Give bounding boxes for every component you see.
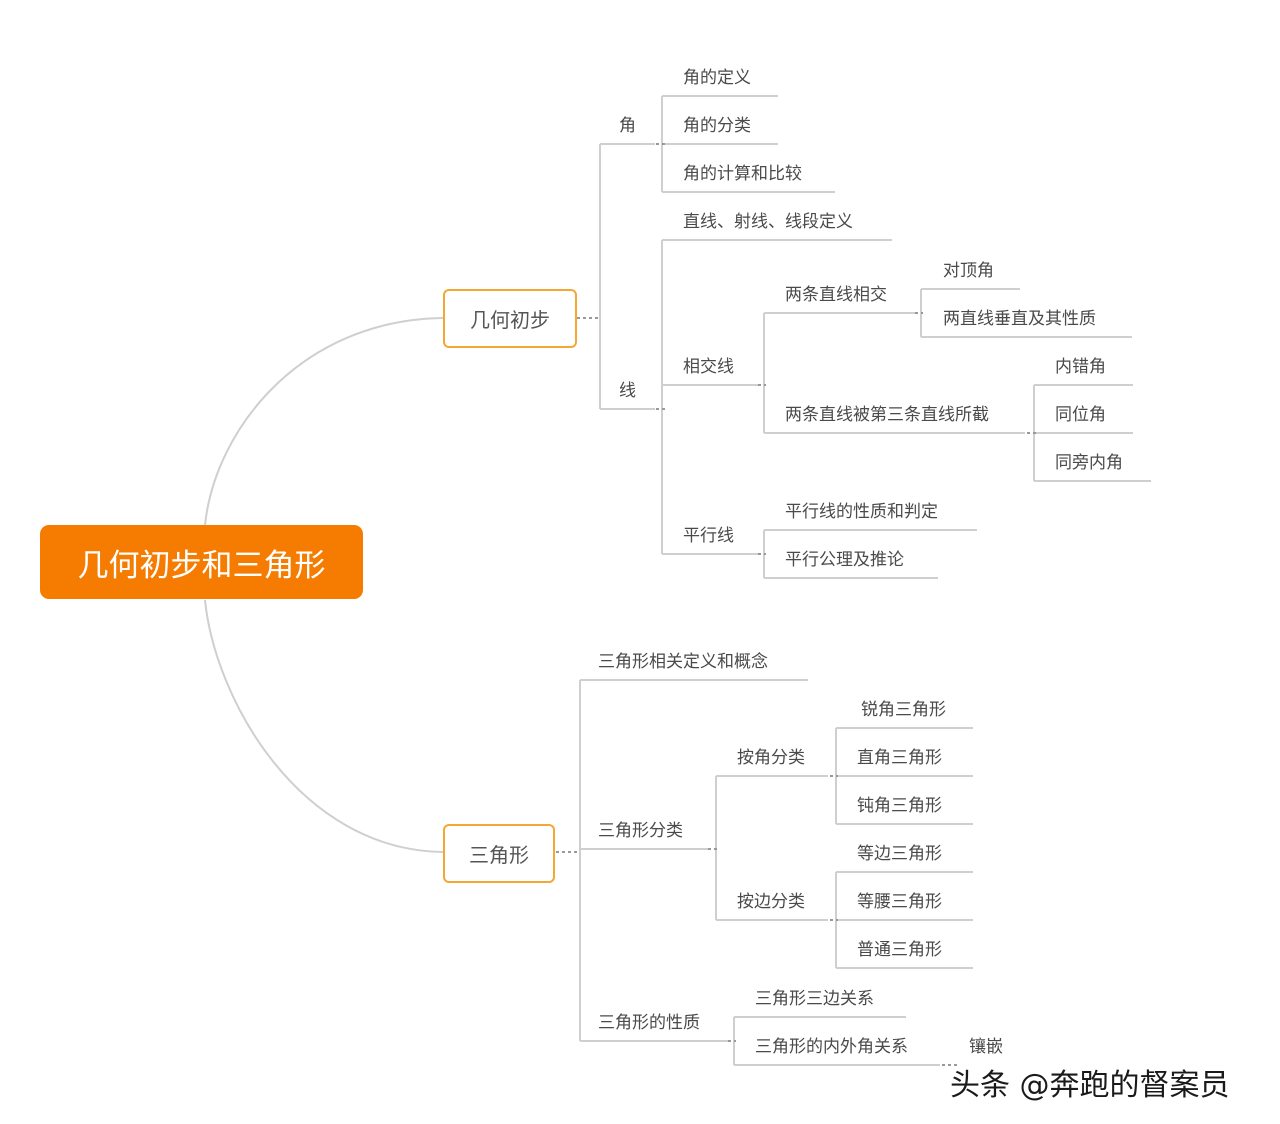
node-angle-classification[interactable]: 角的分类 (683, 116, 751, 136)
node-angle-definition[interactable]: 角的定义 (683, 68, 751, 88)
node-right-triangle[interactable]: 直角三角形 (857, 748, 942, 768)
node-angle-relations[interactable]: 三角形的内外角关系 (755, 1037, 908, 1057)
node-intersecting-lines[interactable]: 相交线 (683, 357, 734, 377)
node-parallel-properties[interactable]: 平行线的性质和判定 (785, 502, 938, 522)
node-same-side-interior[interactable]: 同旁内角 (1055, 453, 1123, 473)
node-side-relations[interactable]: 三角形三边关系 (755, 989, 874, 1009)
node-acute-triangle[interactable]: 锐角三角形 (861, 700, 946, 720)
node-alternate-interior[interactable]: 内错角 (1055, 357, 1106, 377)
node-perpendicular[interactable]: 两直线垂直及其性质 (943, 309, 1096, 329)
node-tessellation[interactable]: 镶嵌 (969, 1037, 1003, 1057)
node-parallel-axiom[interactable]: 平行公理及推论 (785, 550, 904, 570)
node-equilateral-triangle[interactable]: 等边三角形 (857, 844, 942, 864)
node-triangle-properties[interactable]: 三角形的性质 (598, 1013, 700, 1033)
node-by-side[interactable]: 按边分类 (737, 892, 805, 912)
node-transversal[interactable]: 两条直线被第三条直线所截 (785, 405, 989, 425)
node-two-lines-intersect[interactable]: 两条直线相交 (785, 285, 887, 305)
node-by-angle[interactable]: 按角分类 (737, 748, 805, 768)
branch-geometry-basics[interactable]: 几何初步 (443, 289, 577, 348)
watermark: 头条 @奔跑的督案员 (950, 1068, 1230, 1103)
branch-triangle[interactable]: 三角形 (443, 824, 555, 883)
root-node[interactable]: 几何初步和三角形 (40, 525, 363, 599)
node-vertical-angles[interactable]: 对顶角 (943, 261, 994, 281)
node-triangle-definition[interactable]: 三角形相关定义和概念 (598, 652, 768, 672)
node-corresponding[interactable]: 同位角 (1055, 405, 1106, 425)
node-obtuse-triangle[interactable]: 钝角三角形 (857, 796, 942, 816)
node-triangle-classification[interactable]: 三角形分类 (598, 821, 683, 841)
node-angle[interactable]: 角 (619, 116, 636, 136)
node-parallel-lines[interactable]: 平行线 (683, 526, 734, 546)
node-angle-calculation[interactable]: 角的计算和比较 (683, 164, 802, 184)
node-isosceles-triangle[interactable]: 等腰三角形 (857, 892, 942, 912)
node-line-definition[interactable]: 直线、射线、线段定义 (683, 212, 853, 232)
node-scalene-triangle[interactable]: 普通三角形 (857, 940, 942, 960)
node-line[interactable]: 线 (619, 381, 636, 401)
